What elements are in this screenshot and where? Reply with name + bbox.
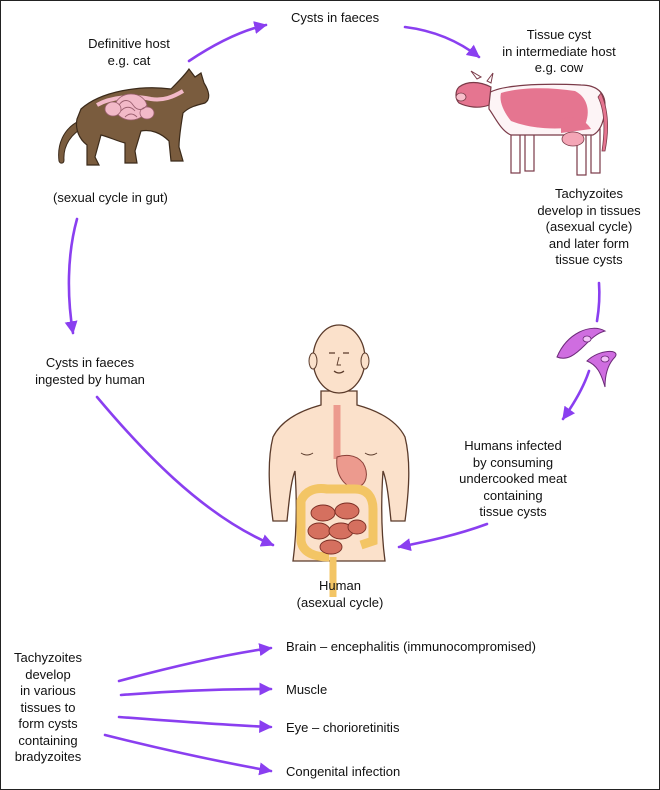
arrow-humans-infected-to-human	[397, 522, 489, 552]
outcome-congenital: Congenital infection	[286, 764, 401, 779]
cow-illustration	[455, 70, 609, 176]
label-cysts-in-faeces: Cysts in faeces	[291, 10, 380, 25]
label-tachyzoites-tissues: Tachyzoites develop in tissues (asexual …	[537, 186, 641, 267]
arrow-to-eye	[117, 715, 273, 734]
outcome-eye: Eye – chorioretinitis	[286, 720, 400, 735]
label-sexual-cycle: (sexual cycle in gut)	[53, 190, 168, 205]
arrow-cysts-to-cow	[403, 25, 481, 59]
arrow-parasites-to-humans-infected	[561, 369, 591, 421]
arrow-cat-down-to-ingested	[64, 217, 79, 335]
outcome-brain: Brain – encephalitis (immunocompromised)	[286, 639, 536, 654]
label-tachyzoites-various: Tachyzoites develop in various tissues t…	[14, 650, 82, 764]
human-torso-illustration	[268, 324, 410, 597]
arrow-tachyzoites-to-parasites	[595, 281, 601, 323]
tachyzoite-parasites	[556, 327, 617, 388]
arrow-to-brain	[117, 643, 273, 683]
label-definitive-host: Definitive host e.g. cat	[88, 36, 170, 68]
label-human: Human (asexual cycle)	[296, 578, 384, 610]
label-cysts-ingested: Cysts in faeces ingested by human	[35, 355, 145, 387]
arrow-ingested-to-human	[95, 395, 275, 547]
arrow-to-muscle	[119, 682, 273, 697]
arrow-to-congenital	[103, 733, 273, 776]
label-humans-infected: Humans infected by consuming undercooked…	[459, 438, 567, 519]
outcome-muscle: Muscle	[286, 682, 328, 697]
arrow-cat-to-cysts	[187, 21, 268, 63]
label-tissue-cyst: Tissue cyst in intermediate host e.g. co…	[502, 27, 616, 75]
cat-illustration	[58, 67, 210, 166]
